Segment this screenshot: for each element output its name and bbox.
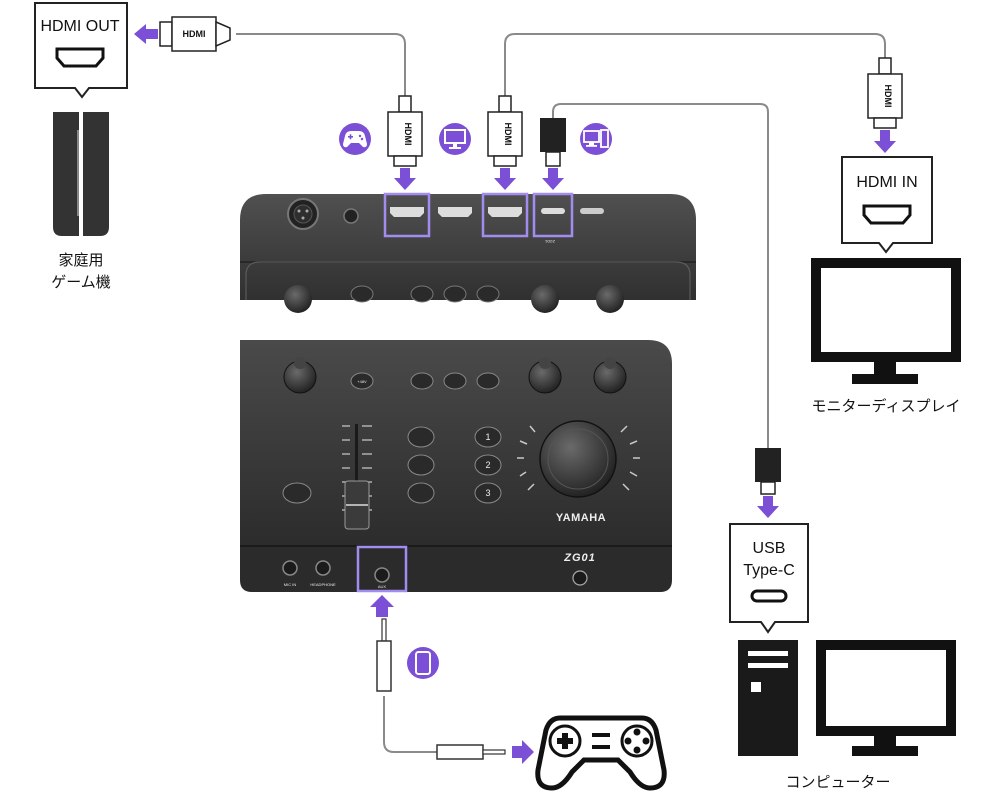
hdmi-in-callout: HDMI IN [841,156,933,254]
aux-label: AUX [378,584,387,589]
usb-callout: USB Type-C [729,523,809,634]
headphone-label: HEADPHONE [310,582,336,587]
usb-c-plug [540,118,566,167]
mode-button-2[interactable] [476,372,500,390]
computer-tower [738,640,798,756]
scene-button-2[interactable] [474,454,502,476]
smartphone-icon [415,651,431,675]
brand-logo: YAMAHA [556,512,606,524]
computer-monitor [816,640,956,756]
usb-c-port-icon [750,589,788,603]
monitor-icon [444,129,466,149]
arrows-into-mixer [394,168,564,190]
aux-plug [376,618,392,692]
hdmi-out-callout: HDMI OUT [34,2,128,99]
hdmi-plug-monitor-label: HDMI [883,85,893,108]
mode-button-1[interactable] [410,372,434,390]
rear-model-mark: ZG01 [544,239,555,244]
computer-label: コンピューター [785,773,890,791]
console-label-line2: ゲーム機 [51,273,111,291]
scene-button-1[interactable] [474,426,502,448]
cable-hdmi-monitor [504,33,886,96]
mixer-front-panel: +48V 1 2 3 [240,340,672,593]
cable-aux [383,696,437,753]
scene-number-1: 1 [485,432,490,442]
scene-number-2: 2 [485,460,490,470]
main-volume-ticks [517,425,640,491]
hdmi-plug-monitor: HDMI [867,57,903,129]
power-button[interactable] [572,570,588,586]
aux-jack[interactable] [374,567,390,583]
phantom-power-button[interactable] [350,372,374,390]
voice-fx-button-1[interactable] [407,426,435,448]
mute-button[interactable] [443,372,467,390]
arrow-to-hdmi-out [134,24,158,44]
mixer-rear-view: ZG01 [240,192,696,313]
rear-hdmi-port-2 [438,207,472,217]
gamepad-badge [339,123,371,155]
game-console [53,112,109,236]
hdmi-plug-2: HDMI [487,95,523,167]
gamepad-device [535,715,667,791]
model-name: ZG01 [563,552,596,564]
hdmi-plug-out: HDMI [159,16,231,52]
main-volume-knob[interactable] [539,420,617,498]
effect-button[interactable] [282,482,312,504]
cable-hdmi-out [236,33,406,96]
smartphone-badge [407,647,439,679]
aux-highlight [356,545,408,593]
scene-number-3: 3 [485,488,490,498]
console-label-line1: 家庭用 [58,251,103,269]
rear-hdmi-port-1 [383,192,431,238]
headphone-jack[interactable] [315,560,331,576]
gamepad-icon [343,131,367,148]
rear-usb-port [532,192,574,238]
rear-hdmi-out-port [481,192,529,238]
arrow-to-usb [757,496,779,518]
mic-in-label: MIC IN [284,582,297,587]
hdmi-port-icon [55,47,105,68]
hdmi-plug-1: HDMI [387,95,423,167]
monitor-badge [439,123,471,155]
monitor-label: モニターディスプレイ [812,397,961,415]
monitor-display [811,258,961,384]
arrow-to-monitor [874,130,896,153]
voice-fx-button-3[interactable] [407,482,435,504]
phantom-label: +48V [357,379,367,384]
aux-plug-gamepad [436,744,506,760]
hdmi-plug-2-label: HDMI [503,123,513,146]
hdmi-plug-label: HDMI [183,29,206,39]
voice-fx-button-2[interactable] [407,454,435,476]
hdmi-out-label: HDMI OUT [40,18,119,35]
arrow-to-gamepad [512,740,534,764]
hdmi-port-icon [862,204,912,225]
arrow-into-aux [370,595,394,617]
hdmi-plug-1-label: HDMI [403,123,413,146]
mic-in-jack[interactable] [282,560,298,576]
usb-c-plug-computer [755,448,781,495]
scene-button-3[interactable] [474,482,502,504]
computer-badge [580,123,612,155]
computer-monitor-icon [583,129,609,148]
hdmi-in-label: HDMI IN [856,174,917,191]
cable-usb [552,103,769,448]
usb-label-line2: Type-C [743,562,795,579]
cables [236,33,886,753]
usb-label-line1: USB [753,540,786,557]
